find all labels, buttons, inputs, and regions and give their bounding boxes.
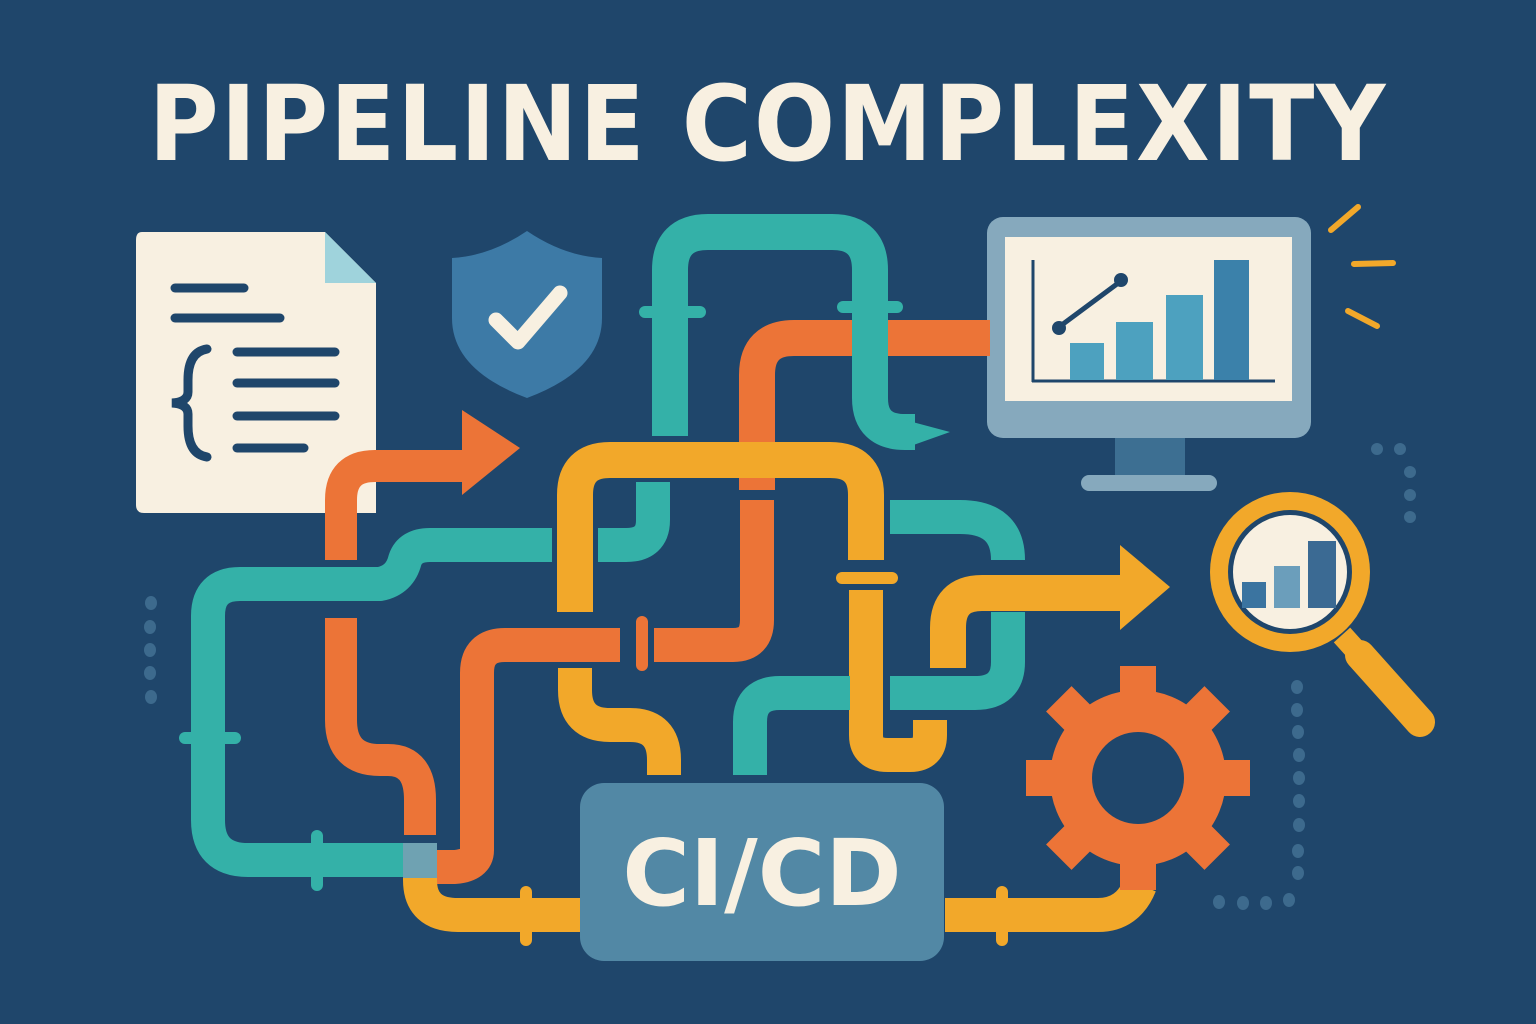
dotted-decoration-right — [1371, 443, 1416, 523]
security-shield-check-icon — [452, 231, 602, 398]
page-title: PIPELINE COMPLEXITY — [148, 63, 1388, 185]
cicd-hub: CI/CD — [580, 783, 944, 961]
monitor-sparkle-rays — [1328, 204, 1396, 329]
magnifier-bar-chart-icon — [1210, 492, 1435, 737]
cicd-hub-label: CI/CD — [622, 820, 901, 927]
dotted-decoration-left — [144, 596, 157, 704]
gear-icon — [1026, 666, 1250, 890]
monitor-analytics-chart-icon — [987, 217, 1311, 491]
dotted-decoration-bottom — [1213, 680, 1305, 910]
pipe-network — [179, 214, 1170, 946]
config-document-icon — [136, 232, 376, 513]
